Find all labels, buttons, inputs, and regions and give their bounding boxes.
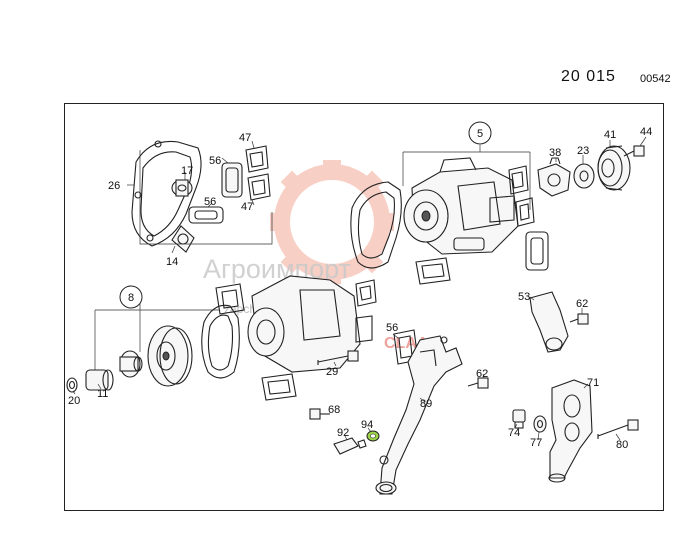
- part-74-plug: [512, 409, 526, 429]
- callout-92: 92: [337, 427, 349, 439]
- part-56-cover: [221, 162, 243, 198]
- callout-circle-5: 5: [468, 121, 492, 145]
- part-11-hub: [85, 369, 114, 391]
- part-8-pulley: [147, 325, 193, 387]
- right-leaders: [514, 296, 621, 441]
- part-26-gasket: [131, 140, 202, 247]
- part-71-housing: [548, 379, 593, 483]
- part-38-thermostat: [537, 157, 571, 197]
- part-20-ring: [66, 377, 78, 393]
- top-left-leaders: [127, 140, 273, 254]
- part-92-sensor: [333, 437, 367, 455]
- part-8-water-pump: [247, 275, 361, 401]
- callout-11: 11: [97, 388, 108, 400]
- callout-77: 77: [530, 437, 542, 449]
- part-77-washer: [533, 415, 547, 433]
- sheet-code: 00542: [640, 73, 671, 85]
- part-5-gaskets-right: [415, 165, 549, 285]
- callout-80: 80: [616, 439, 628, 451]
- diagram-frame: [64, 103, 664, 511]
- callout-47b: 47: [241, 201, 253, 213]
- center-bottom-leaders: [344, 333, 485, 441]
- callout-74: 74: [508, 427, 520, 439]
- callout-89: 89: [420, 398, 432, 410]
- callout-47a: 47: [239, 132, 251, 144]
- part-8-shaft-coupling: [119, 350, 143, 378]
- part-62-bolt-right: [569, 313, 589, 325]
- callout-20: 20: [68, 395, 80, 407]
- callout-circle-8: 8: [119, 285, 143, 309]
- callout-41: 41: [604, 129, 616, 141]
- callout-17: 17: [181, 165, 193, 177]
- part-47-seal-rings: [245, 145, 271, 201]
- callout-labels: 26 17 56 56 47 47 14 38 23 41 44 20 11 2…: [68, 126, 652, 451]
- part-41-pulley: [597, 145, 631, 191]
- callout-8: 8: [128, 292, 134, 304]
- watermark-brand: Агроимпорт: [203, 254, 351, 284]
- part-80-bolt: [597, 419, 639, 439]
- callout-53: 53: [518, 291, 530, 303]
- part-56-gasket-small: [188, 206, 224, 224]
- watermark-gear-icon: [270, 160, 394, 284]
- callout-68: 68: [328, 404, 340, 416]
- top-right-leaders: [555, 136, 647, 164]
- callout-29: 29: [326, 366, 338, 378]
- callout-38: 38: [549, 147, 561, 159]
- watermark-logo: Агроимпорт zapchasti.aaas.ru CLAAS: [203, 160, 439, 352]
- callout-94: 94: [361, 419, 373, 431]
- sheet-number: 20 015: [561, 68, 616, 85]
- part-44-bolt: [623, 145, 645, 157]
- callout-44: 44: [640, 126, 652, 138]
- part-53-elbow: [529, 291, 569, 353]
- part-5-assembly-bracket: [402, 145, 531, 210]
- part-62-bolt-center: [467, 377, 489, 389]
- part-23-washer: [573, 163, 595, 189]
- callout-23: 23: [577, 145, 589, 157]
- callout-5: 5: [477, 128, 483, 140]
- callout-14: 14: [166, 256, 178, 268]
- part-17-bushing: [171, 179, 193, 197]
- part-89-coolant-pipe: [375, 335, 463, 495]
- callout-71: 71: [587, 377, 599, 389]
- callout-62b: 62: [576, 298, 588, 310]
- middle-right-gaskets: [355, 279, 377, 343]
- callout-56a: 56: [209, 155, 221, 167]
- part-8-gasket: [201, 283, 245, 379]
- callout-62a: 62: [476, 368, 488, 380]
- part-5-gasket: [350, 181, 402, 269]
- part-68-bolt: [309, 408, 330, 420]
- callout-56b: 56: [204, 196, 216, 208]
- part-5-water-pump: [403, 157, 519, 255]
- part-94-seal-ring-highlighted: [366, 430, 380, 442]
- middle-left-leaders: [72, 361, 337, 395]
- callout-56c: 56: [386, 322, 398, 334]
- part-29-bolt: [317, 350, 359, 365]
- callout-26: 26: [108, 180, 120, 192]
